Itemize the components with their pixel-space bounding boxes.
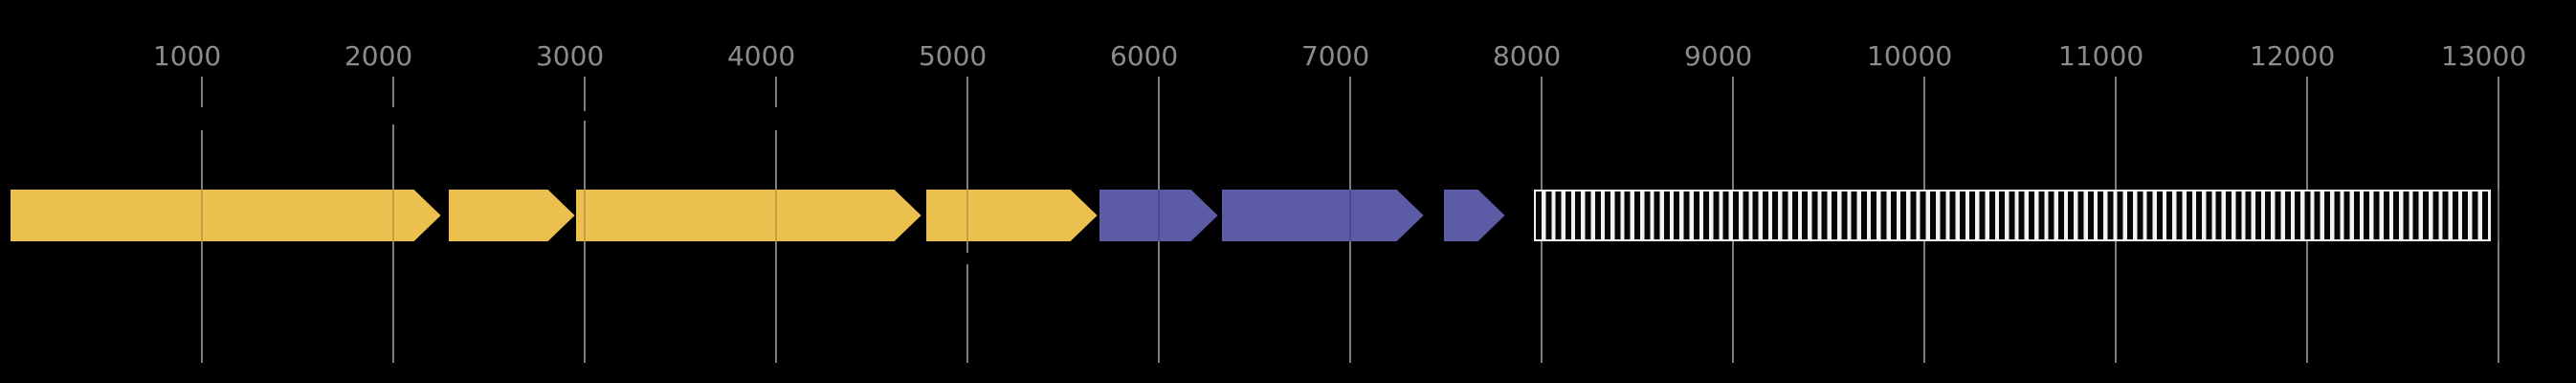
feature-3-gene-arrow xyxy=(576,190,922,241)
x-tick-label-12000: 12000 xyxy=(2250,40,2336,72)
feature-7-gene-arrow xyxy=(1444,190,1505,241)
x-tick-label-5000: 5000 xyxy=(918,40,988,72)
gridline-band-shade-2000 xyxy=(391,190,394,241)
feature-2-gene-arrow xyxy=(449,190,575,241)
feature-5-gene-arrow xyxy=(1099,190,1218,241)
x-tick-label-2000: 2000 xyxy=(344,40,413,72)
x-tick-label-6000: 6000 xyxy=(1109,40,1179,72)
gridline-13000 xyxy=(2497,77,2499,363)
x-tick-label-10000: 10000 xyxy=(1867,40,1953,72)
gridline-band-shade-13000 xyxy=(2497,190,2499,241)
feature-8-hatched-region xyxy=(1533,190,2491,241)
x-tick-label-3000: 3000 xyxy=(535,40,605,72)
feature-6-gene-arrow xyxy=(1222,190,1424,241)
gridline-band-shade-6000 xyxy=(1157,190,1160,241)
gridline-band-shade-7000 xyxy=(1348,190,1351,241)
gridline-gap-1000 xyxy=(198,107,205,130)
gridline-gap-5000 xyxy=(964,253,970,264)
x-tick-label-13000: 13000 xyxy=(2441,40,2527,72)
gridline-gap-3000 xyxy=(581,111,588,121)
x-tick-label-7000: 7000 xyxy=(1300,40,1370,72)
gridline-gap-2000 xyxy=(389,107,396,124)
gridline-band-shade-1000 xyxy=(200,190,203,241)
x-tick-label-4000: 4000 xyxy=(726,40,796,72)
x-tick-label-11000: 11000 xyxy=(2058,40,2144,72)
gridline-band-shade-4000 xyxy=(774,190,777,241)
feature-4-gene-arrow xyxy=(926,190,1098,241)
gridline-band-shade-3000 xyxy=(583,190,586,241)
feature-1-gene-arrow xyxy=(11,190,441,241)
x-tick-label-8000: 8000 xyxy=(1492,40,1562,72)
x-tick-label-1000: 1000 xyxy=(152,40,222,72)
x-tick-label-9000: 9000 xyxy=(1683,40,1753,72)
gridline-gap-4000 xyxy=(772,107,779,130)
gridline-band-shade-5000 xyxy=(966,190,968,241)
